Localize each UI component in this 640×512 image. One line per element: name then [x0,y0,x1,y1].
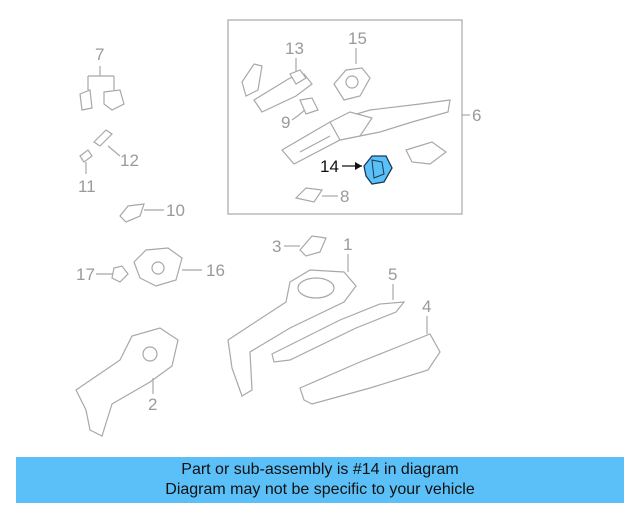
banner-line-1: Part or sub-assembly is #14 in diagram [181,461,459,478]
part-17 [111,265,129,283]
part-13 [241,63,313,113]
part-1 [227,269,357,397]
label-12[interactable]: 12 [120,151,139,170]
part-9 [299,97,319,115]
banner-line-2: Diagram may not be specific to your vehi… [165,481,475,498]
label-3[interactable]: 3 [272,237,281,256]
parts-diagram: 6 13 15 9 14 8 7 12 11 [75,19,481,437]
label-15[interactable]: 15 [348,29,367,48]
part-2 [75,327,179,437]
label-6[interactable]: 6 [472,106,481,125]
part-6-bracket [405,141,448,165]
label-11[interactable]: 11 [78,177,96,196]
info-banner: Part or sub-assembly is #14 in diagram D… [16,457,624,503]
part-8 [294,187,324,203]
label-10[interactable]: 10 [166,201,185,220]
part-3 [299,235,327,257]
part-6-rail [281,99,451,165]
label-17[interactable]: 17 [76,265,95,284]
label-4[interactable]: 4 [422,297,431,316]
label-8[interactable]: 8 [340,187,349,206]
part-10 [119,203,145,223]
label-14[interactable]: 14 [320,157,339,176]
part-14-highlighted[interactable] [363,155,393,185]
label-5[interactable]: 5 [388,265,397,284]
sub-assembly-box [227,19,463,215]
part-5 [271,301,406,363]
part-7-right [103,89,125,111]
label-1[interactable]: 1 [343,235,352,254]
part-12 [93,129,113,147]
label-2[interactable]: 2 [148,395,157,414]
label-7[interactable]: 7 [95,45,104,64]
part-11 [79,149,93,163]
part-4 [299,333,441,405]
label-13[interactable]: 13 [285,39,304,58]
part-15 [333,67,371,101]
part-7-left [79,89,93,111]
label-16[interactable]: 16 [206,261,225,280]
label-9[interactable]: 9 [281,113,290,132]
